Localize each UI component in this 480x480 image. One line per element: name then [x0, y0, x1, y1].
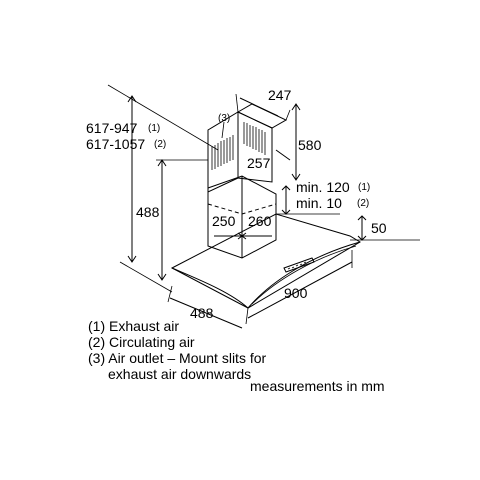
upper-height-label: 580 [298, 137, 322, 153]
ceiling-reference-line [107, 84, 219, 151]
depth-247-extension-right [285, 109, 291, 121]
width-900-label: 900 [284, 285, 308, 301]
depth-247-extension-left [235, 93, 239, 113]
legend-item-circulating: (2) Circulating air [88, 334, 195, 350]
upper-chimney-top [236, 103, 288, 129]
depth-247-label: 247 [268, 87, 292, 103]
thickness-arrow-top [357, 215, 367, 221]
total-height-arrow-bottom [127, 255, 137, 263]
upper-chimney-side [237, 111, 273, 183]
air-outlet-slits-right [243, 122, 266, 155]
width-900-dimension-line [247, 261, 353, 319]
air-outlet-slits-left [211, 135, 234, 170]
upper-chimney-front [207, 111, 239, 193]
canopy-side-curve-inner [251, 245, 357, 305]
total-height-range-2: 617-1057 [86, 136, 145, 152]
control-panel [283, 257, 315, 273]
lower-chimney-hidden-edge [207, 203, 277, 215]
legend-item-outlet-continued: exhaust air downwards [108, 366, 252, 382]
chimney-height-label: 488 [136, 204, 160, 220]
total-height-range-2-ref: (2) [154, 139, 166, 150]
width-257-label: 257 [247, 155, 271, 171]
clearance-arrow-top [281, 185, 291, 191]
floor-reference-line [119, 261, 173, 293]
depth-488-label: 488 [190, 305, 214, 321]
depth-247-dimension-line [239, 97, 279, 117]
thickness-label: 50 [371, 220, 387, 236]
total-height-range-1: 617-947 [86, 120, 138, 136]
width-250-label: 250 [212, 213, 236, 229]
canopy-glass [170, 213, 361, 309]
width-257-leader [275, 149, 291, 161]
total-height-range-1-ref: (1) [148, 123, 160, 134]
upper-height-arrow-top [291, 103, 301, 111]
chimney-height-arrow-bottom [157, 273, 167, 281]
clearance-120-ref: (1) [358, 182, 370, 193]
clearance-10-ref: (2) [357, 198, 369, 209]
upper-height-arrow-bottom [291, 173, 301, 181]
control-buttons [287, 261, 307, 270]
outlet-callout-leader [221, 121, 225, 139]
clearance-10-label: min. 10 [296, 195, 342, 211]
clearance-120-label: min. 120 [296, 179, 350, 195]
lower-depth-arrow [241, 232, 247, 240]
depth-488-extension-left [167, 285, 173, 303]
legend-item-exhaust: (1) Exhaust air [88, 318, 180, 334]
legend: (1) Exhaust air (2) Circulating air (3) … [88, 318, 266, 382]
width-900-extension-left [245, 307, 249, 325]
depth-488-dimension-line [169, 297, 243, 329]
canopy-side-curve [247, 241, 361, 309]
total-height-arrow-top [127, 95, 137, 103]
outlet-callout-label: (3) [218, 113, 230, 124]
canopy-front-curve [171, 267, 249, 309]
units-note: measurements in mm [250, 378, 385, 394]
depth-260-label: 260 [248, 213, 272, 229]
legend-item-outlet: (3) Air outlet – Mount slits for [88, 350, 267, 366]
